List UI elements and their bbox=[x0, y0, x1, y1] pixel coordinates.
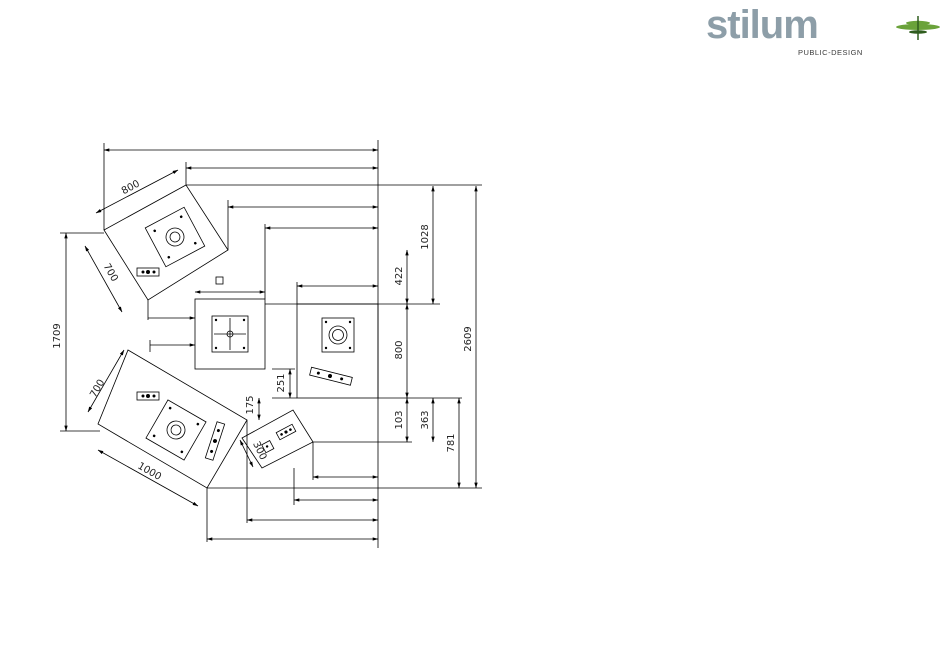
dim-700-left: 700 bbox=[101, 262, 120, 284]
dim-781: 781 bbox=[446, 433, 457, 452]
slab-bottom-left bbox=[98, 350, 247, 488]
dim-103: 103 bbox=[394, 410, 405, 429]
slab-center-small bbox=[195, 299, 265, 369]
dimension-line-1709 bbox=[60, 233, 104, 431]
dim-251: 251 bbox=[276, 373, 287, 392]
dim-363: 363 bbox=[420, 410, 431, 429]
dim-800-right: 800 bbox=[394, 340, 405, 359]
dim-422: 422 bbox=[394, 266, 405, 285]
dim-1000: 1000 bbox=[135, 461, 163, 483]
dim-1028: 1028 bbox=[420, 224, 431, 249]
marker-small-square bbox=[216, 277, 223, 284]
slab-small-rotated bbox=[242, 410, 313, 468]
dim-700-lower: 700 bbox=[88, 378, 107, 400]
dim-175: 175 bbox=[245, 395, 256, 414]
dimension-lines-left bbox=[148, 300, 195, 352]
dim-1709: 1709 bbox=[52, 323, 63, 348]
slab-right bbox=[297, 304, 378, 398]
dim-2609: 2609 bbox=[463, 326, 474, 351]
slab-top-left bbox=[104, 185, 228, 300]
